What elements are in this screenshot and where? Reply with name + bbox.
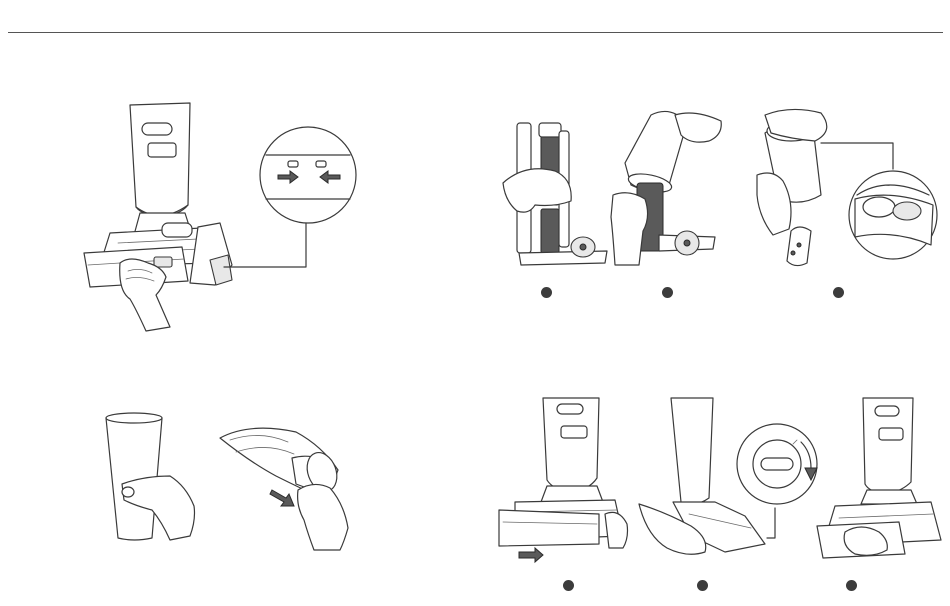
hand-icon [605, 512, 628, 548]
top-divider [8, 32, 943, 33]
figure-reinstall-steps [495, 398, 945, 573]
water-tray-icon [499, 510, 599, 546]
step-marker-5 [697, 580, 708, 591]
unlock-arrows-icon [260, 127, 356, 223]
figure-remove-tray [70, 95, 350, 335]
step-marker-3 [833, 287, 844, 298]
insert-arrow-icon [519, 548, 543, 562]
pull-arrow-icon [270, 490, 294, 506]
step-marker-1 [541, 287, 552, 298]
rotate-lock-icon [737, 424, 817, 504]
step-marker-4 [563, 580, 574, 591]
brush-disc-icon [849, 171, 937, 259]
step-marker-2 [662, 287, 673, 298]
figure-rinse-cup [100, 410, 360, 560]
hand-icon [298, 484, 348, 550]
figure-filter-steps [495, 105, 945, 280]
step-marker-6 [846, 580, 857, 591]
